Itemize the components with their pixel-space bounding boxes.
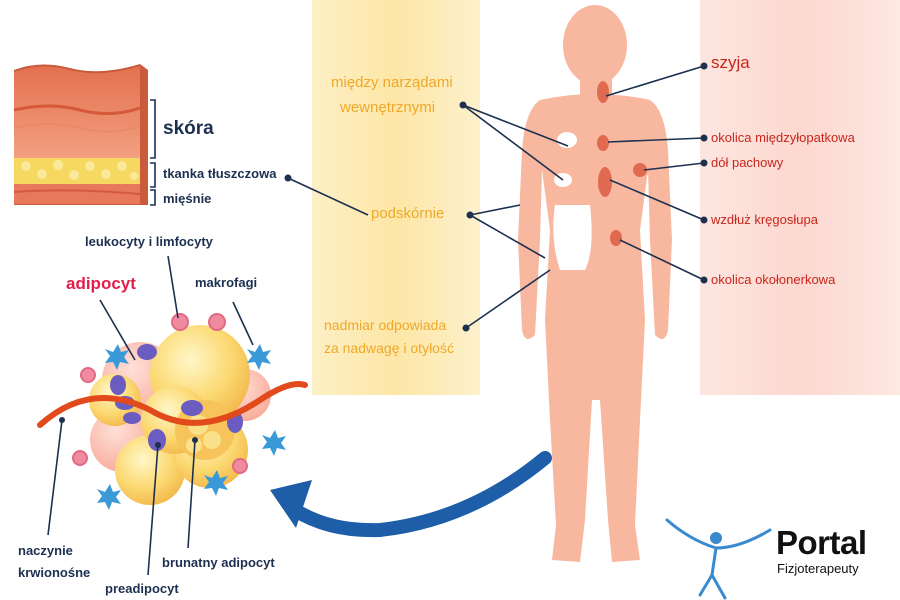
connection-arrow: [270, 451, 552, 538]
blood-vessel: [37, 381, 308, 428]
logo-subtitle: Fizjoterapeuty: [777, 561, 859, 576]
perirenal-label: okolica okołonerkowa: [711, 272, 836, 287]
subcutaneous-label: podskórnie: [371, 205, 445, 222]
muscles-label: mięśnie: [163, 191, 212, 206]
leader-dots: [284, 62, 708, 332]
preadipocyte-label: preadipocyt: [105, 581, 179, 596]
excess-label-line2: za nadwagę i otyłość: [324, 340, 454, 356]
macrophages: [97, 344, 286, 510]
brown-adipocyte-label: brunatny adipocyt: [162, 555, 275, 570]
excess-label-line1: nadmiar odpowiada: [324, 317, 447, 333]
layer-brackets: [150, 99, 156, 206]
human-body: [518, 5, 672, 562]
tissue-leader-dots: [59, 417, 198, 448]
macrophages-label: makrofagi: [195, 275, 258, 290]
spine-label: wzdłuż kręgosłupa: [711, 212, 818, 227]
logo-name: Portal: [776, 524, 867, 561]
blood-vessel-label-line1: naczynie: [18, 543, 73, 558]
tissue-leader-lines: [47, 255, 254, 576]
yellow-band: [312, 0, 480, 395]
between-organs-label-line2: wewnętrznymi: [340, 99, 436, 116]
fat-tissue-label: tkanka tłuszczowa: [163, 166, 277, 181]
adipocyte-label: adipocyt: [66, 274, 136, 293]
interscapular-label: okolica międzyłopatkowa: [711, 130, 855, 145]
body-leader-lines: [287, 65, 705, 329]
organ-zone: [553, 205, 592, 270]
logo-figure-icon: [665, 518, 772, 600]
brown-fat-spots: [595, 79, 649, 248]
pink-band: [700, 0, 900, 395]
blood-vessel-label-line2: krwionośne: [18, 565, 91, 580]
axilla-label: dół pachowy: [711, 155, 784, 170]
leukocytes: [72, 313, 248, 474]
between-organs-label-line1: między narządami: [331, 74, 453, 91]
skin-label: skóra: [163, 118, 214, 139]
skin-cross-section: [13, 64, 148, 205]
leukocytes-label: leukocyty i limfocyty: [85, 234, 213, 249]
neck-label: szyja: [711, 53, 750, 72]
